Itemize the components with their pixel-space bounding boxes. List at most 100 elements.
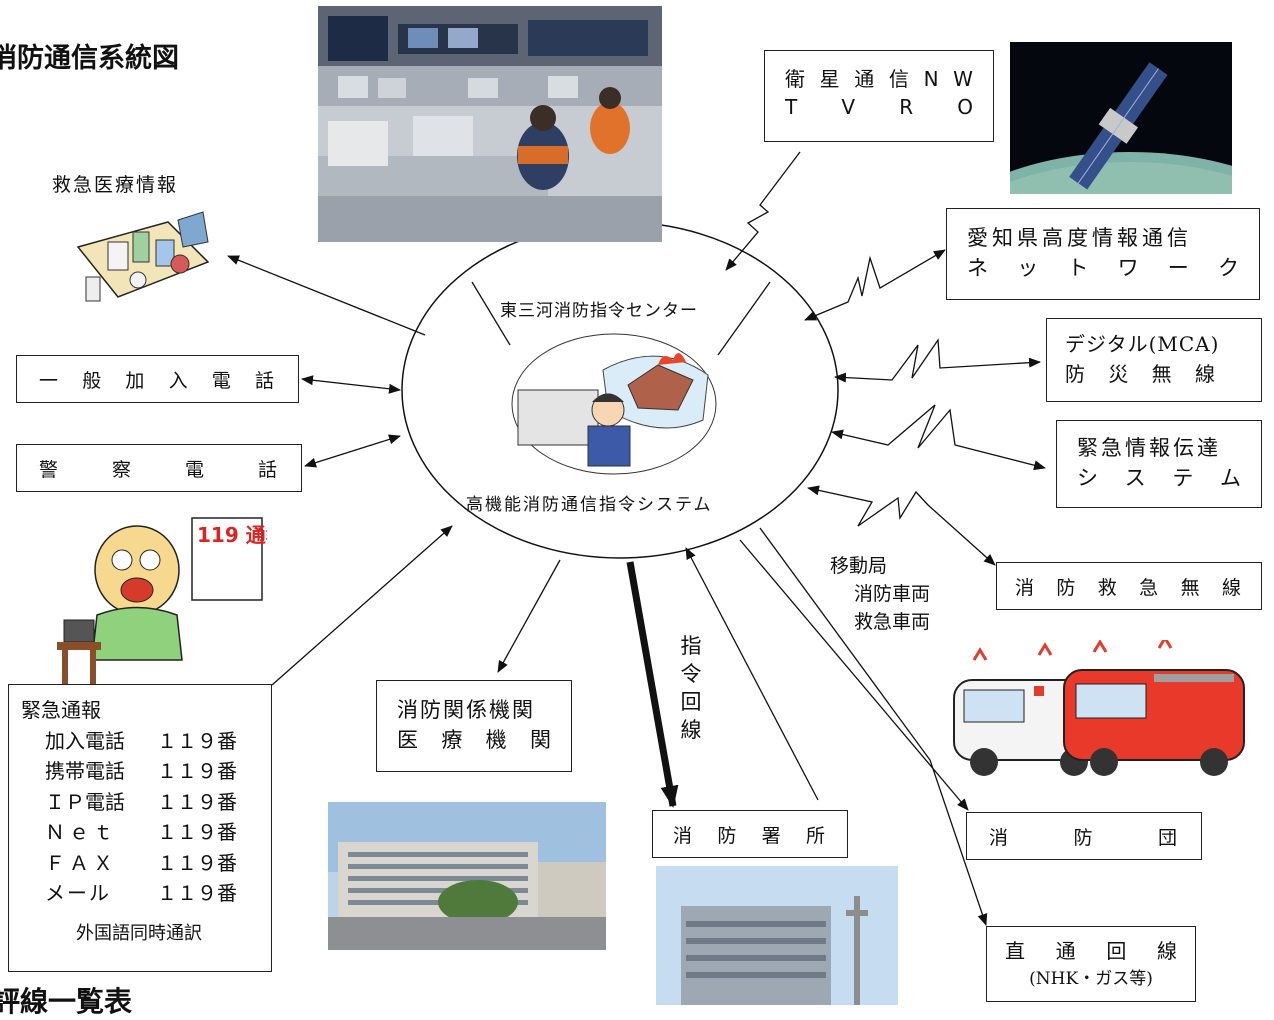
call-number: １１９番	[157, 789, 237, 814]
char: 通	[1055, 939, 1076, 963]
center-top-label: 東三河消防指令センター	[500, 301, 698, 321]
arrow-emergency-calls	[271, 525, 453, 686]
char: 救	[1097, 577, 1119, 599]
fire-org-line2: 医 療 機 関	[397, 725, 551, 755]
char: 防	[1065, 362, 1085, 386]
emergency-info-line2: シ ス テ ム	[1077, 463, 1241, 493]
general-phone-box: 一 般 加 入 電 話	[16, 355, 299, 403]
center-divider-right	[717, 281, 771, 356]
char: 防	[717, 825, 739, 847]
emergency-calls-heading: 緊急通報	[21, 698, 101, 722]
char: ク	[1217, 256, 1239, 280]
char: ネ	[967, 256, 988, 280]
arrow-emergency-info	[831, 404, 1046, 471]
arrow-medical-info	[227, 255, 426, 336]
char: N	[923, 67, 939, 91]
char: 消	[673, 825, 695, 847]
char: 話	[254, 370, 276, 392]
char: 令	[680, 662, 702, 686]
char: T	[785, 95, 798, 119]
fire-station-box: 消 防 署 所	[652, 810, 848, 858]
medical-kit-illustration	[68, 202, 218, 312]
call-row: Ｎｅｔ １１９番	[45, 817, 259, 848]
direct-line-box: 直 通 回 線 (NHK・ガス等)	[986, 926, 1196, 1002]
mobile-station-line3: 救急車両	[854, 611, 931, 633]
char: 機	[485, 728, 507, 752]
call-row: メール １１９番	[45, 878, 259, 909]
char: W	[953, 67, 973, 91]
char: 防	[1056, 577, 1078, 599]
emergency-info-box: 緊急情報伝達 シ ス テ ム	[1056, 420, 1262, 508]
fire-org-line1: 消防関係機関	[397, 698, 535, 722]
char: 指	[680, 634, 702, 658]
char: 加	[125, 370, 147, 392]
arrow-command-line	[626, 561, 679, 808]
char: 察	[111, 459, 133, 481]
page-title: 消防通信系統図	[0, 43, 179, 74]
char: 信	[888, 67, 909, 91]
digital-mca-line2: 防 災 無 線	[1065, 359, 1215, 389]
call-number: １１９番	[157, 820, 237, 844]
aichi-net-line2: ネ ッ ト ワ ー ク	[967, 253, 1239, 283]
mobile-station-line1: 移動局	[830, 555, 888, 577]
call-row: 加入電話 １１９番	[45, 726, 259, 757]
char: ト	[1067, 256, 1089, 280]
fire-radio-box: 消 防 救 急 無 線	[996, 562, 1262, 610]
char: O	[957, 95, 973, 119]
satellite-line2: T V R O	[785, 93, 973, 121]
call-name: メール	[45, 881, 111, 905]
char: 電	[211, 370, 233, 392]
direct-line-line1: 直 通 回 線	[1005, 937, 1177, 965]
call-number: １１９番	[157, 728, 237, 753]
arrow-satellite	[725, 151, 801, 271]
char: 回	[680, 690, 702, 714]
char: 警	[39, 459, 61, 481]
char: 防	[1073, 827, 1095, 849]
aichi-net-line1: 愛知県高度情報通信	[967, 226, 1192, 250]
char: 話	[257, 459, 279, 481]
call-number: １１９番	[157, 881, 237, 905]
satellite-box: 衛 星 通 信 N W T V R O	[764, 50, 994, 142]
medical-info-label: 救急医療情報	[52, 174, 179, 196]
command-line-label: 指 令 回 線	[678, 632, 704, 744]
char: 消	[1015, 577, 1037, 599]
hospital-photo	[328, 802, 606, 950]
satellite-photo	[1010, 42, 1232, 194]
digital-mca-box: デジタル(MCA) 防 災 無 線	[1046, 318, 1262, 402]
call-name: ＦＡＸ	[45, 850, 117, 875]
char: 線	[680, 718, 702, 742]
direct-line-line2: (NHK・ガス等)	[1029, 969, 1153, 989]
center-divider-left	[471, 281, 511, 346]
char: 消	[989, 827, 1011, 849]
call-name: 加入電話	[45, 728, 125, 753]
char: 急	[1139, 577, 1161, 599]
mobile-station-text: 移動局 消防車両 救急車両	[830, 552, 930, 636]
char: 電	[184, 459, 206, 481]
char: ム	[1219, 466, 1241, 490]
fire-station-photo	[656, 866, 898, 1005]
interpreter-note: 外国語同時通訳	[76, 922, 202, 944]
char: 線	[1221, 577, 1243, 599]
char: 無	[1151, 362, 1172, 386]
char: 医	[397, 728, 418, 752]
char: 一	[39, 370, 61, 392]
satellite-line1: 衛 星 通 信 N W	[785, 65, 973, 93]
char: 星	[819, 67, 840, 91]
call-name: Ｎｅｔ	[45, 820, 117, 844]
bottom-title: 評線一覧表	[0, 985, 133, 1018]
memo-text: 119 通報メモ	[197, 523, 267, 547]
char: ー	[1167, 256, 1189, 280]
arrow-aichi-net	[804, 249, 946, 321]
char: 入	[168, 370, 190, 392]
char: ス	[1124, 466, 1146, 490]
police-phone-box: 警 察 電 話	[16, 444, 302, 492]
char: 線	[1156, 939, 1177, 963]
arrow-direct-line	[759, 527, 988, 926]
char: R	[899, 95, 914, 119]
arrow-fire-radio	[807, 485, 996, 566]
